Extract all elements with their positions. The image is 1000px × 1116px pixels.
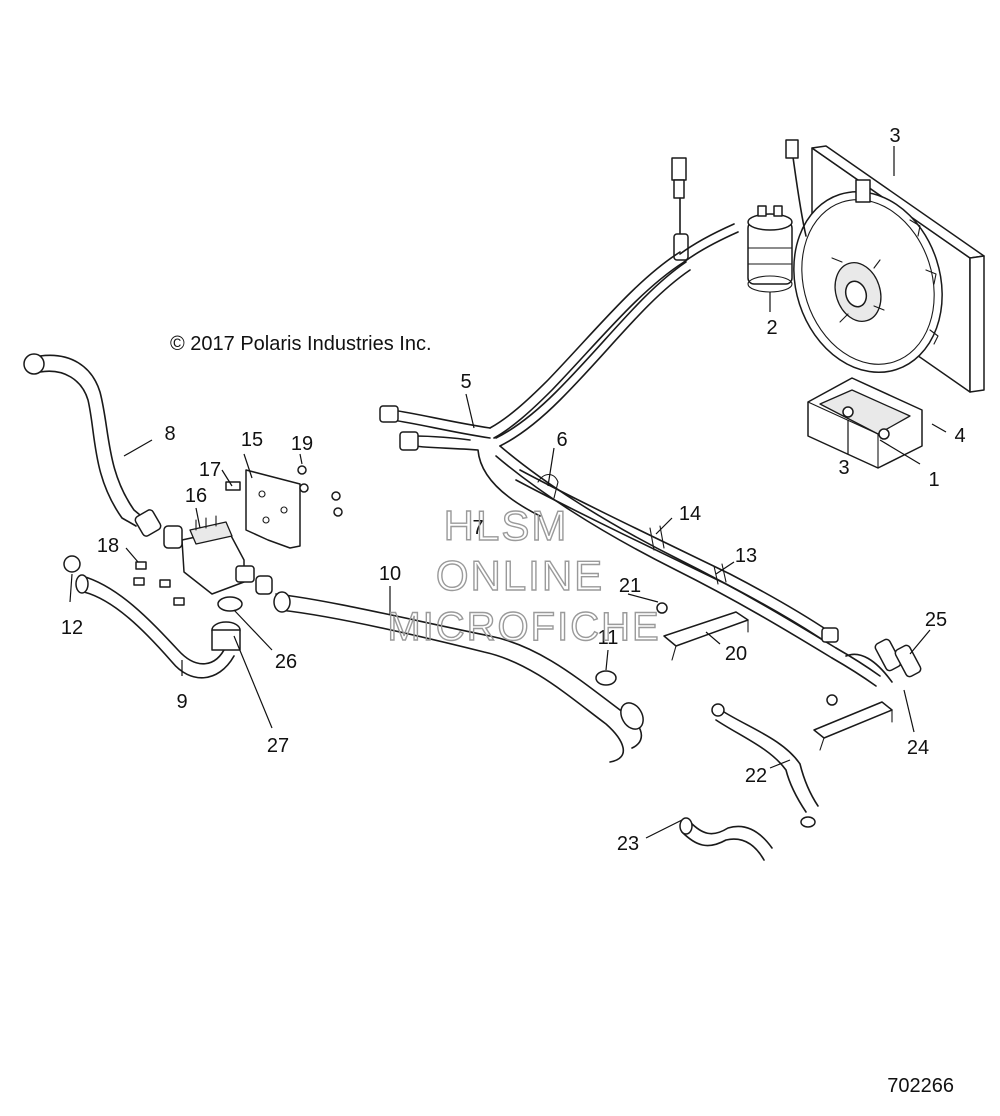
watermark: HLSM ONLINE MICROFICHE: [387, 501, 660, 649]
drain-hose-22: [711, 703, 819, 828]
callout-25: 25: [925, 609, 947, 631]
watermark-line-2: ONLINE: [436, 552, 604, 599]
callout-27: 27: [267, 735, 289, 757]
mounting-bracket: [807, 377, 923, 469]
callout-17: 17: [199, 459, 221, 481]
callout-2: 2: [766, 317, 777, 339]
callout-1: 1: [928, 469, 939, 491]
callout-7: 7: [472, 517, 483, 539]
callout-8: 8: [164, 423, 175, 445]
radiator-fan-assembly: [785, 139, 985, 393]
line-bracket-20: [656, 602, 749, 661]
hose-clamp: [595, 670, 617, 686]
callout-23: 23: [617, 833, 639, 855]
watermark-line-3: MICROFICHE: [387, 605, 660, 649]
line-bracket-24: [813, 694, 893, 751]
callout-24: 24: [907, 737, 929, 759]
leader-lines: [69, 146, 947, 839]
callout-19: 19: [291, 433, 313, 455]
heater-hose-9: [63, 555, 235, 679]
copyright-notice: © 2017 Polaris Industries Inc.: [170, 333, 432, 355]
heater-hose-10: [273, 591, 644, 763]
callout-10: 10: [379, 563, 401, 585]
callout-18: 18: [97, 535, 119, 557]
callout-15: 15: [241, 429, 263, 451]
callout-13: 13: [735, 545, 757, 567]
callout-6: 6: [556, 429, 567, 451]
callout-26: 26: [275, 651, 297, 673]
heater-hose-8: [23, 353, 162, 537]
refrigerant-lines: [379, 223, 922, 687]
hose-fittings: [211, 596, 243, 651]
callout-16: 16: [185, 485, 207, 507]
pressure-switch: [671, 157, 689, 261]
document-number: 702266: [887, 1075, 954, 1097]
receiver-drier: [747, 205, 793, 293]
callout-11: 11: [598, 627, 619, 649]
callout-9: 9: [176, 691, 187, 713]
small-fasteners: [133, 465, 343, 606]
callout-labels: 1 2 3 3 4 5 6 7 8 9 10 11 12 13 14 15 16…: [61, 125, 966, 855]
heater-valve: [163, 515, 273, 595]
callout-22: 22: [745, 765, 767, 787]
callout-20: 20: [725, 643, 747, 665]
callout-14: 14: [679, 503, 701, 525]
callout-3-bracket: 3: [838, 457, 849, 479]
callout-21: 21: [619, 575, 641, 597]
drain-hose-23: [679, 817, 773, 861]
callout-3-top: 3: [889, 125, 900, 147]
callout-4: 4: [954, 425, 965, 447]
callout-5: 5: [460, 371, 471, 393]
watermark-line-1: HLSM: [444, 502, 569, 549]
callout-12: 12: [61, 617, 83, 639]
mounting-plate: [225, 469, 301, 549]
